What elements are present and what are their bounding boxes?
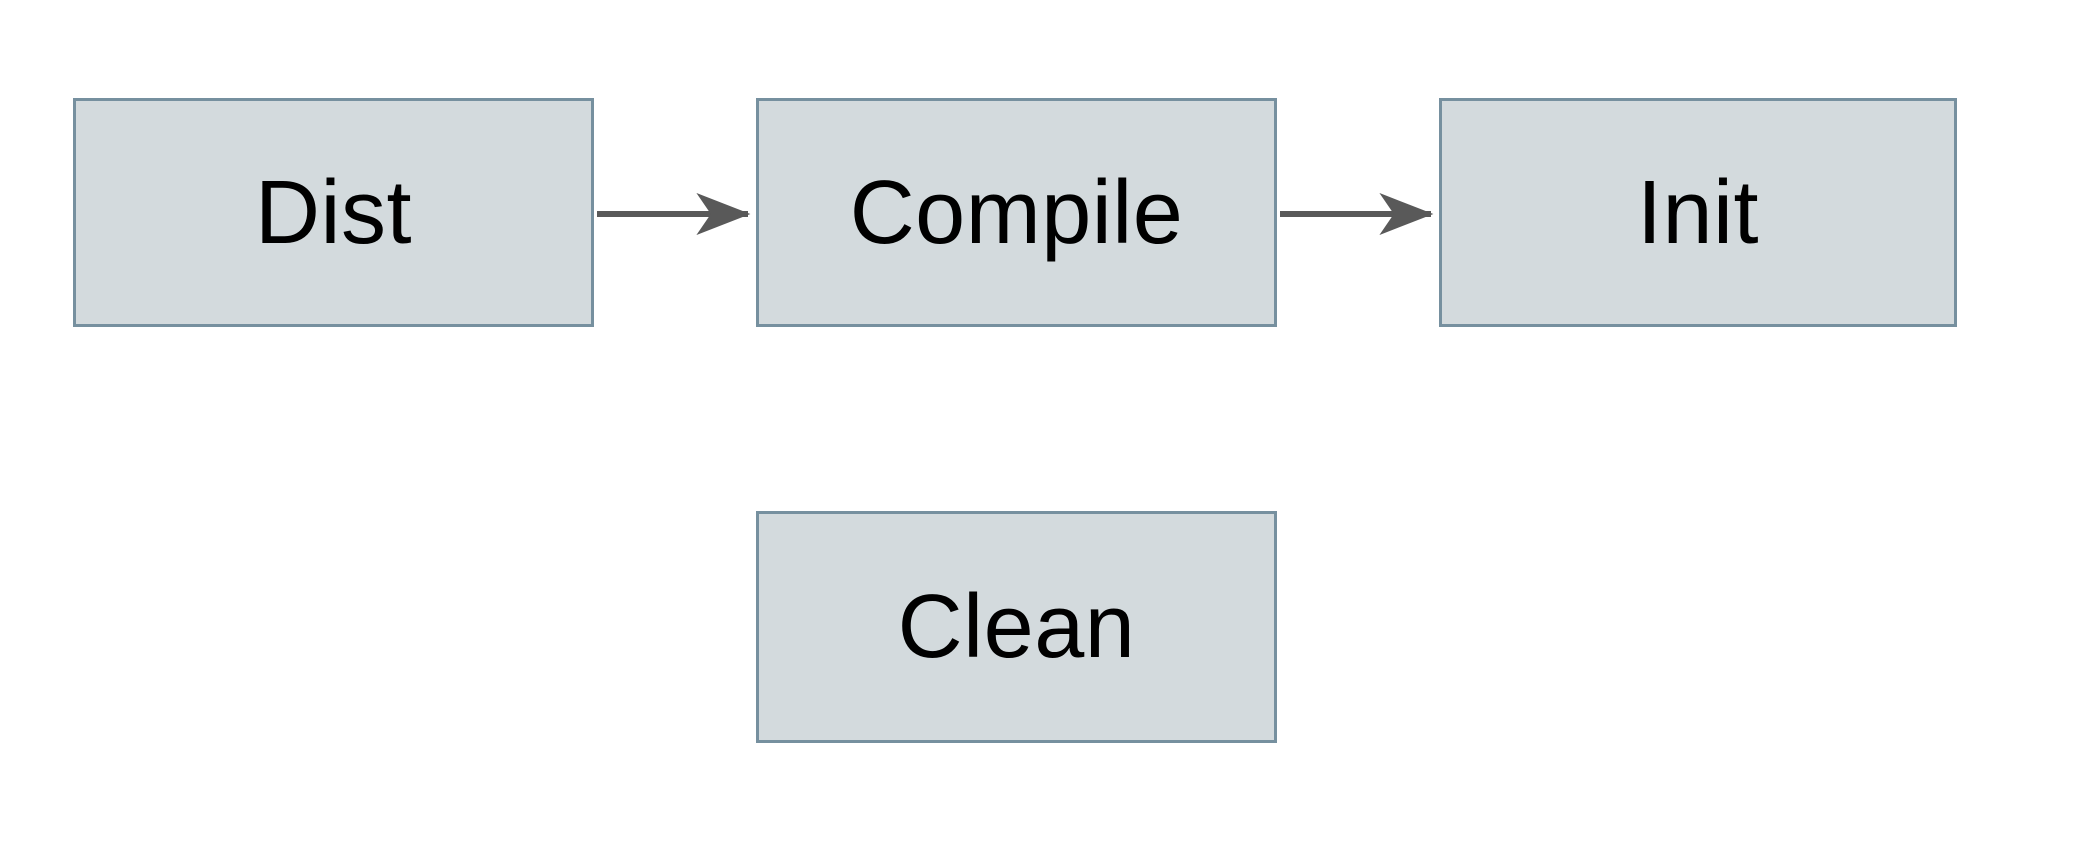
node-compile-label: Compile [849, 162, 1184, 263]
node-dist-label: Dist [255, 162, 412, 263]
node-clean-label: Clean [897, 577, 1136, 677]
node-init-label: Init [1636, 162, 1760, 263]
node-compile: Compile [756, 98, 1277, 327]
node-clean: Clean [756, 511, 1277, 743]
node-init: Init [1439, 98, 1957, 327]
node-dist: Dist [73, 98, 594, 327]
